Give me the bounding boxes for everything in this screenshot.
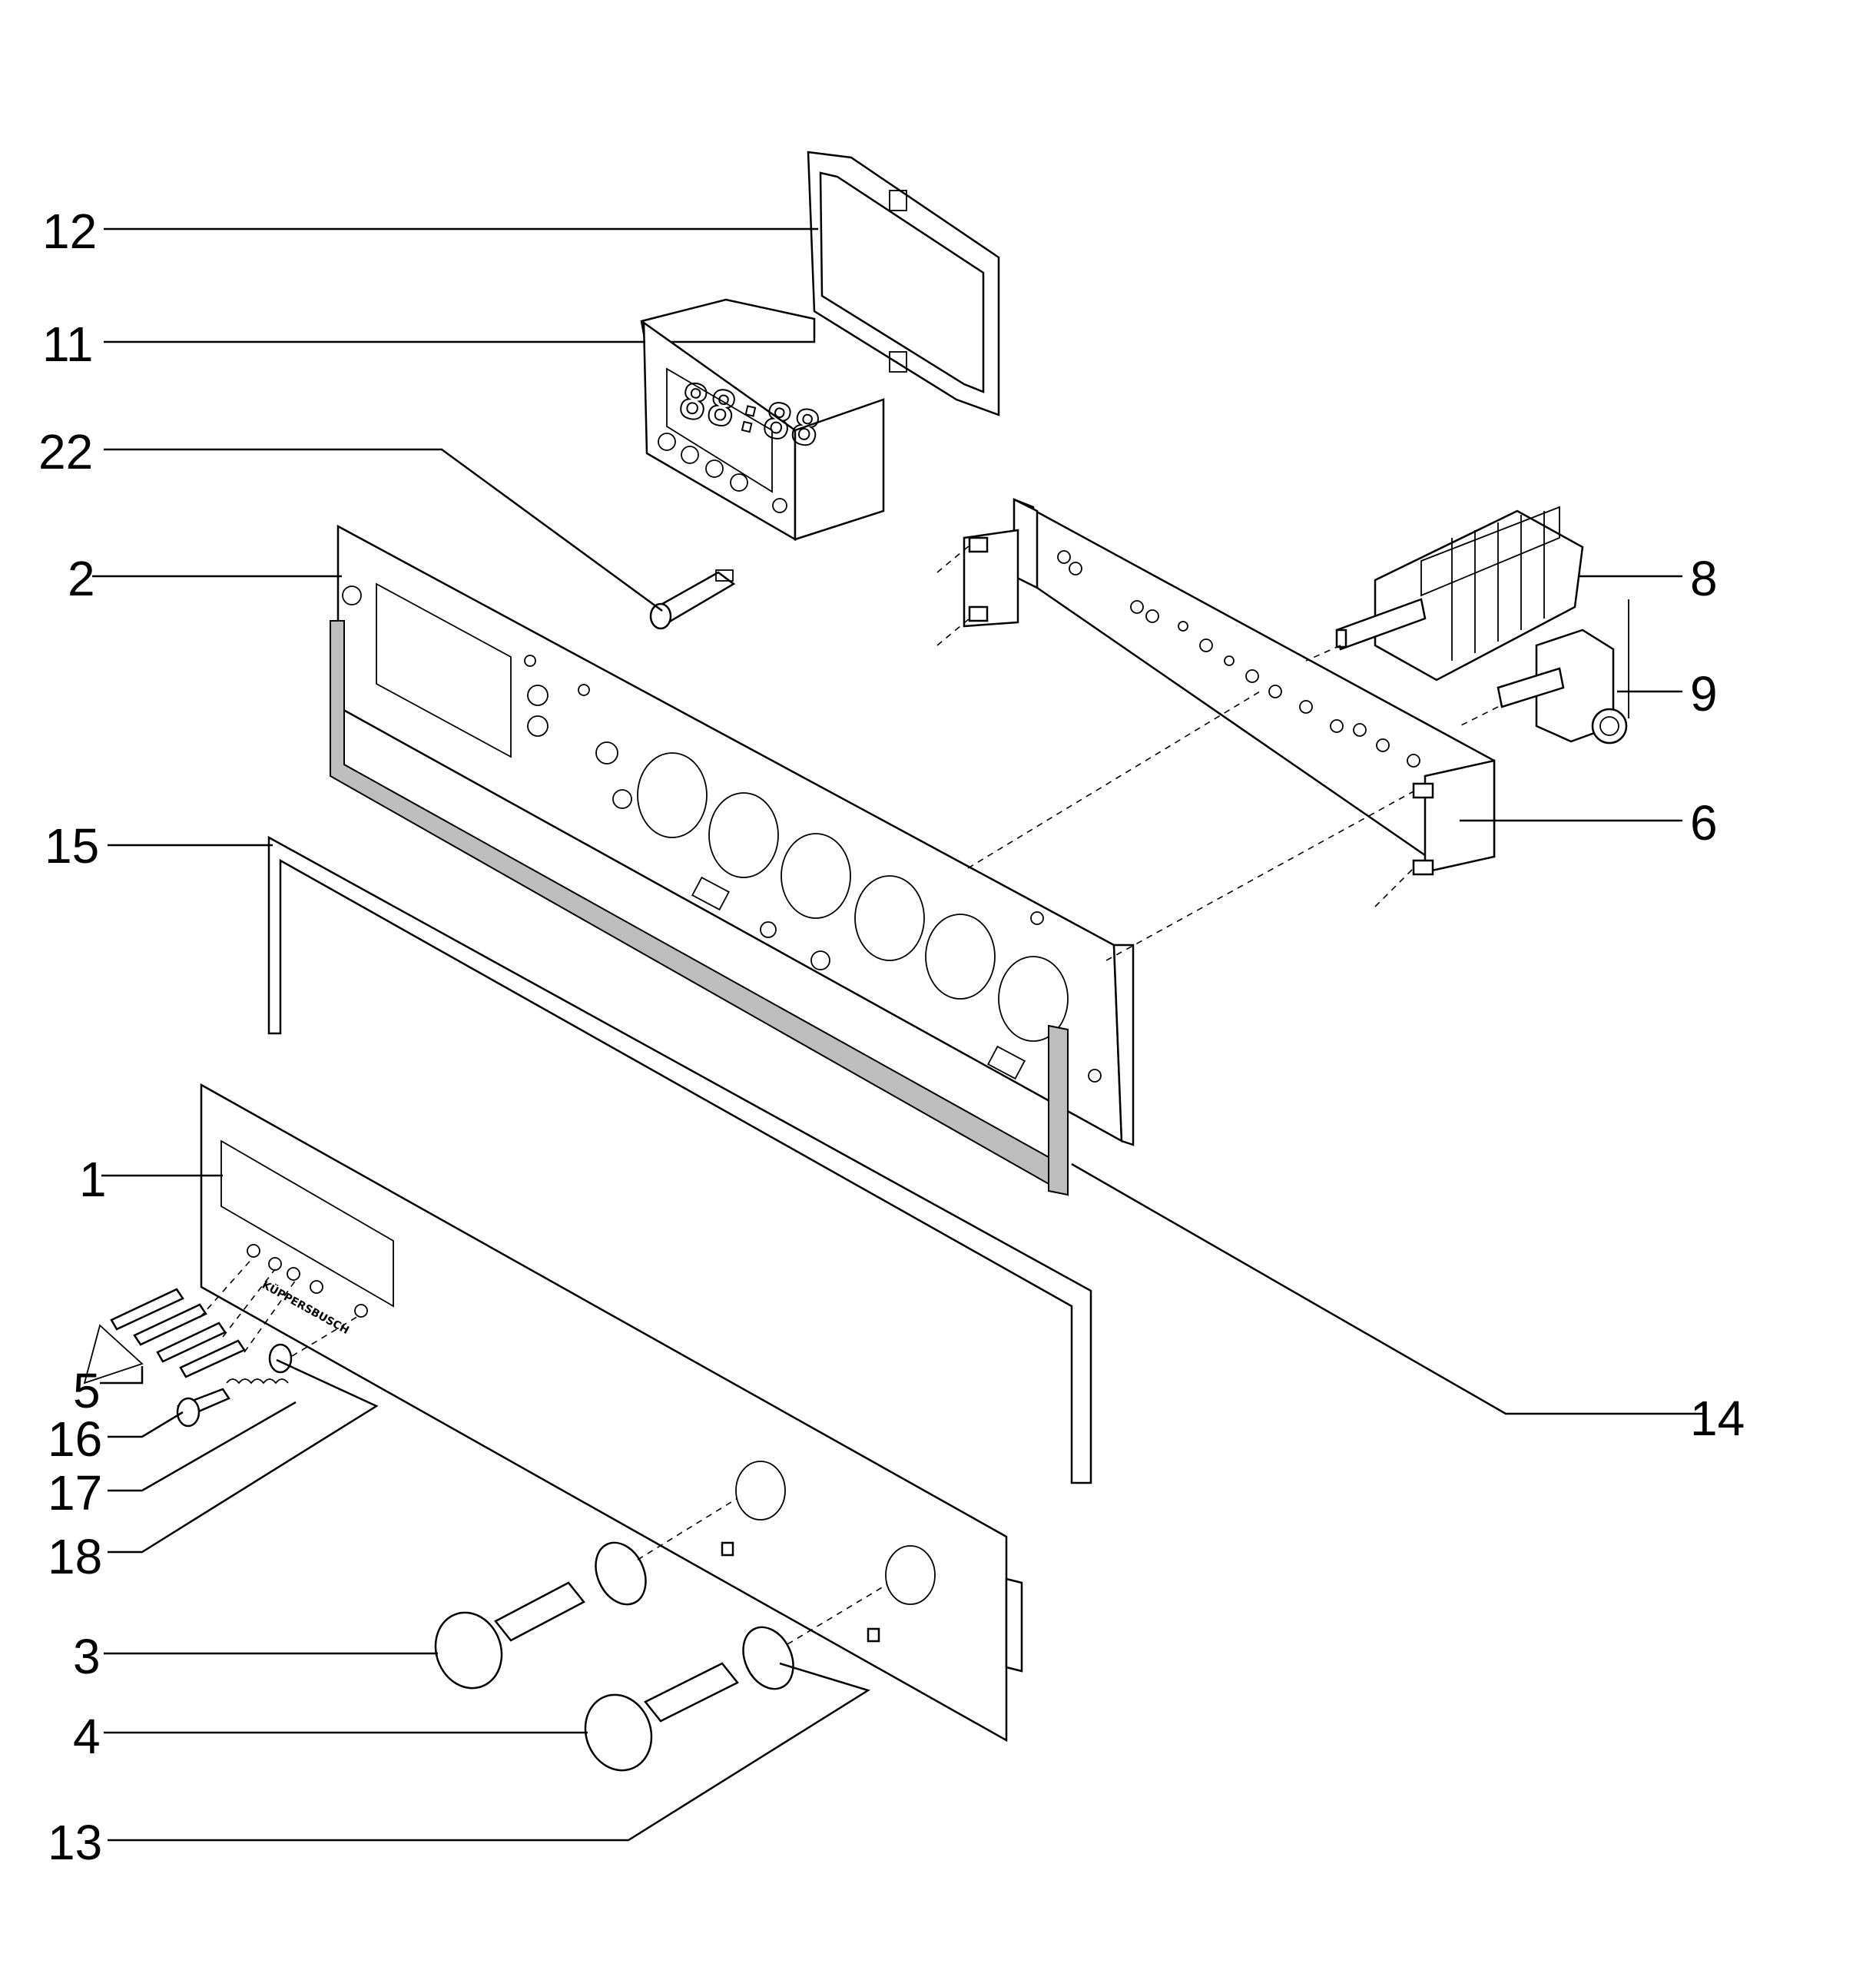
callout-11: 11 bbox=[42, 317, 93, 372]
part-13-bezels bbox=[595, 1541, 794, 1690]
part-5-pins bbox=[83, 1288, 246, 1385]
part-2-rear-panel bbox=[330, 524, 1135, 1196]
callout-6: 6 bbox=[1690, 795, 1718, 851]
assembly-lines bbox=[199, 545, 1499, 1645]
part-8-switch bbox=[1335, 506, 1584, 682]
part-17-spring bbox=[226, 1378, 289, 1385]
part-11-timer: 88:88 bbox=[640, 298, 885, 542]
leader-lines bbox=[92, 227, 1705, 1842]
part-12-frame bbox=[807, 151, 1000, 416]
part-15-trim bbox=[267, 835, 1092, 1484]
callout-14: 14 bbox=[1690, 1391, 1745, 1446]
part-3-knob bbox=[434, 1581, 585, 1690]
callout-12: 12 bbox=[42, 204, 97, 259]
callout-4: 4 bbox=[73, 1709, 101, 1764]
part-4-knob bbox=[584, 1662, 739, 1772]
part-6-bracket bbox=[963, 497, 1496, 876]
callout-2: 2 bbox=[68, 551, 95, 606]
callout-1: 1 bbox=[79, 1152, 107, 1207]
callout-8: 8 bbox=[1690, 551, 1718, 606]
part-1-front-fascia: KÜPPERSBUSCH bbox=[200, 1083, 1023, 1743]
callout-5: 5 bbox=[73, 1363, 101, 1418]
callout-22: 22 bbox=[38, 424, 93, 479]
part-18-bushing bbox=[268, 1343, 293, 1374]
callout-17: 17 bbox=[48, 1465, 102, 1521]
part-22-lamp bbox=[649, 569, 736, 630]
part-14-gasket bbox=[1048, 1024, 1069, 1196]
part-16-button bbox=[176, 1388, 230, 1428]
callout-9: 9 bbox=[1690, 666, 1718, 721]
part-9-thermostat bbox=[1496, 599, 1629, 745]
callout-labels: 12 11 22 2 15 1 5 16 17 18 3 4 13 8 9 6 … bbox=[38, 204, 1745, 1870]
callout-18: 18 bbox=[48, 1529, 102, 1584]
callout-15: 15 bbox=[45, 818, 99, 874]
callout-13: 13 bbox=[48, 1815, 102, 1870]
callout-3: 3 bbox=[73, 1629, 101, 1684]
callout-16: 16 bbox=[48, 1411, 102, 1467]
